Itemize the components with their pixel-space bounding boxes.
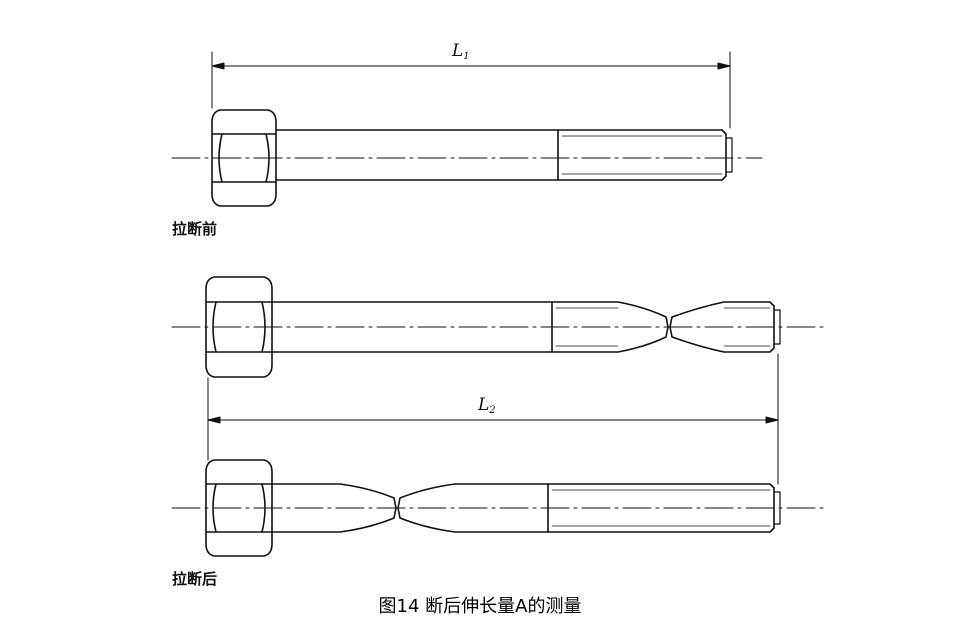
bolt1-thread [557, 129, 727, 181]
bolt-after-fracture-shank [171, 459, 829, 557]
bolt3-shank-necked [271, 483, 397, 533]
bolt1-shank [275, 129, 559, 181]
dimension-L1 [211, 51, 731, 129]
bolt3-thread [547, 483, 775, 533]
label-before-fracture: 拉断前 [172, 220, 218, 238]
bolt3-head [205, 459, 273, 557]
label-after-fracture: 拉断后 [172, 570, 218, 588]
l1-label: L1 [451, 41, 470, 62]
bolt-before-fracture [171, 109, 763, 207]
dimension-L2 [207, 353, 779, 485]
bolt2-head [205, 276, 273, 378]
bolt2-thread-necked [551, 301, 669, 353]
figure-caption: 图14 断后伸长量A的测量 [378, 596, 582, 617]
bolt-after-fracture-thread [171, 276, 829, 378]
l2-label: L2 [477, 395, 496, 416]
bolt2-shank [271, 301, 553, 353]
bolt1-head [211, 109, 277, 207]
